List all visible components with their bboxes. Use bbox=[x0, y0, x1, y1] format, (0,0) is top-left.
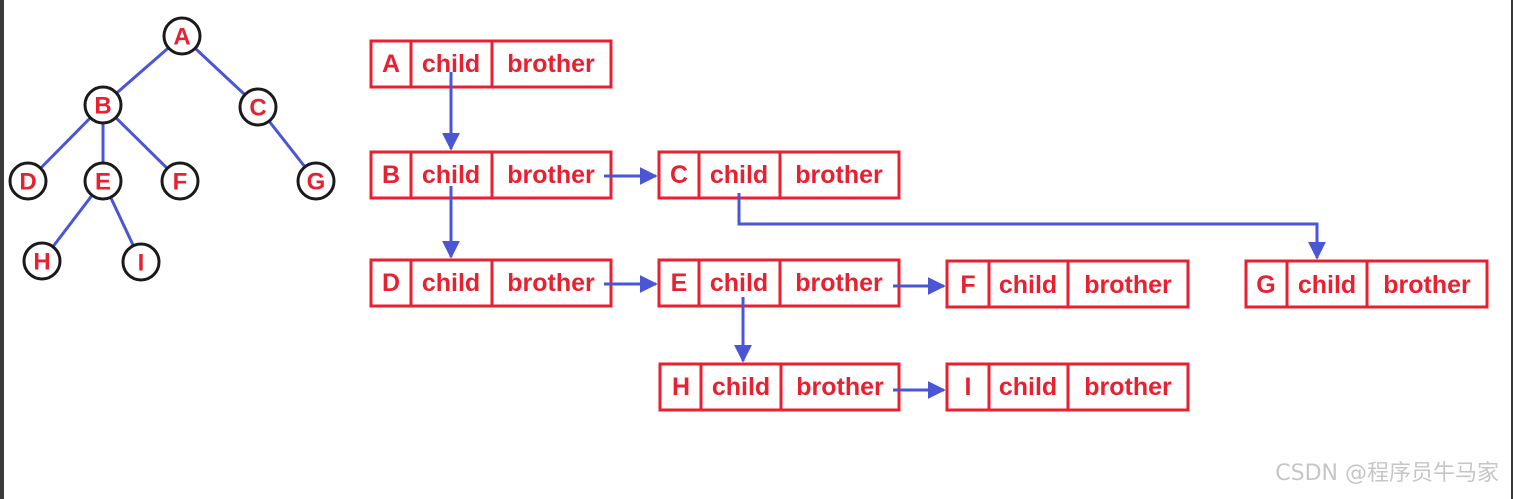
tree-node-D: D bbox=[8, 161, 48, 201]
record-brother-label: brother bbox=[507, 161, 595, 189]
arrow-C-child-to-G bbox=[737, 193, 1326, 260]
tree-node-circle bbox=[8, 161, 48, 201]
record-child-label: child bbox=[710, 269, 768, 297]
record-child-label: child bbox=[710, 161, 768, 189]
record-child-cell bbox=[697, 258, 782, 308]
record-child-label: child bbox=[1298, 271, 1356, 299]
tree-node-circle bbox=[83, 85, 123, 125]
record-G: G child brother bbox=[1244, 259, 1489, 309]
tree-node-label: H bbox=[33, 249, 50, 276]
record-B: B child brother bbox=[369, 150, 613, 200]
record-node-cell bbox=[369, 258, 413, 308]
tree-node-I: I bbox=[121, 242, 161, 282]
record-D: D child brother bbox=[369, 258, 613, 308]
record-node-label: C bbox=[670, 161, 688, 189]
record-brother-label: brother bbox=[1084, 373, 1172, 401]
record-brother-label: brother bbox=[795, 269, 883, 297]
tree-node-label: D bbox=[19, 169, 36, 196]
record-I: I child brother bbox=[945, 362, 1190, 412]
tree-node-label: C bbox=[249, 95, 266, 122]
tree-node-F: F bbox=[160, 161, 200, 201]
tree-node-circle bbox=[83, 161, 123, 201]
record-brother-label: brother bbox=[795, 161, 883, 189]
tree-node-label: A bbox=[173, 24, 190, 51]
record-brother-cell bbox=[1066, 362, 1190, 412]
record-C: C child brother bbox=[657, 150, 901, 200]
tree-node-circle bbox=[296, 161, 336, 201]
record-brother-label: brother bbox=[1084, 271, 1172, 299]
record-node-label: H bbox=[672, 373, 690, 401]
record-node-label: G bbox=[1256, 271, 1275, 299]
record-node-cell bbox=[945, 259, 991, 309]
record-child-label: child bbox=[712, 373, 770, 401]
record-child-cell bbox=[1285, 259, 1369, 309]
left-window-edge bbox=[0, 0, 4, 499]
watermark: CSDN @程序员牛马家 bbox=[1275, 461, 1499, 486]
record-node-label: B bbox=[382, 161, 400, 189]
record-child-cell bbox=[409, 258, 494, 308]
tree-edges bbox=[26, 34, 318, 263]
record-child-label: child bbox=[422, 269, 480, 297]
tree-node-label: F bbox=[173, 169, 188, 196]
tree-node-label: G bbox=[307, 169, 326, 196]
tree-node-circle bbox=[162, 16, 202, 56]
record-node-cell bbox=[369, 150, 413, 200]
record-child-label: child bbox=[999, 373, 1057, 401]
tree-node-B: B bbox=[83, 85, 123, 125]
record-node-label: D bbox=[382, 269, 400, 297]
record-H: H child brother bbox=[658, 362, 901, 412]
record-brother-cell bbox=[778, 150, 901, 200]
tree-node-label: I bbox=[138, 250, 145, 277]
tree-node-circle bbox=[160, 161, 200, 201]
record-brother-cell bbox=[779, 362, 901, 412]
record-node-cell bbox=[657, 258, 701, 308]
record-brother-label: brother bbox=[507, 50, 595, 78]
right-window-edge bbox=[1511, 0, 1513, 499]
record-node-label: A bbox=[382, 50, 400, 78]
record-child-label: child bbox=[999, 271, 1057, 299]
tree-node-label: B bbox=[94, 93, 111, 120]
link-arrows bbox=[442, 72, 1326, 399]
tree-node-G: G bbox=[296, 161, 336, 201]
tree-node-A: A bbox=[162, 16, 202, 56]
tree-node-circle bbox=[238, 87, 278, 127]
record-node-label: F bbox=[960, 271, 975, 299]
record-node-label: I bbox=[965, 373, 972, 401]
tree-node-label: E bbox=[95, 169, 111, 196]
record-node-cell bbox=[1244, 259, 1289, 309]
record-child-cell bbox=[987, 259, 1070, 309]
record-brother-label: brother bbox=[507, 269, 595, 297]
record-E: E child brother bbox=[657, 258, 901, 308]
record-F: F child brother bbox=[945, 259, 1190, 309]
record-A: A child brother bbox=[369, 39, 613, 89]
record-brother-label: brother bbox=[1383, 271, 1471, 299]
tree-node-circle bbox=[22, 241, 62, 281]
record-child-label: child bbox=[422, 161, 480, 189]
tree-node-C: C bbox=[238, 87, 278, 127]
tree-node-H: H bbox=[22, 241, 62, 281]
record-brother-cell bbox=[1365, 259, 1489, 309]
record-brother-cell bbox=[778, 258, 901, 308]
tree-node-E: E bbox=[83, 161, 123, 201]
record-node-label: E bbox=[671, 269, 688, 297]
record-brother-cell bbox=[1066, 259, 1190, 309]
record-brother-cell bbox=[490, 39, 613, 89]
tree-node-circle bbox=[121, 242, 161, 282]
record-brother-label: brother bbox=[796, 373, 884, 401]
record-node-cell bbox=[658, 362, 703, 412]
